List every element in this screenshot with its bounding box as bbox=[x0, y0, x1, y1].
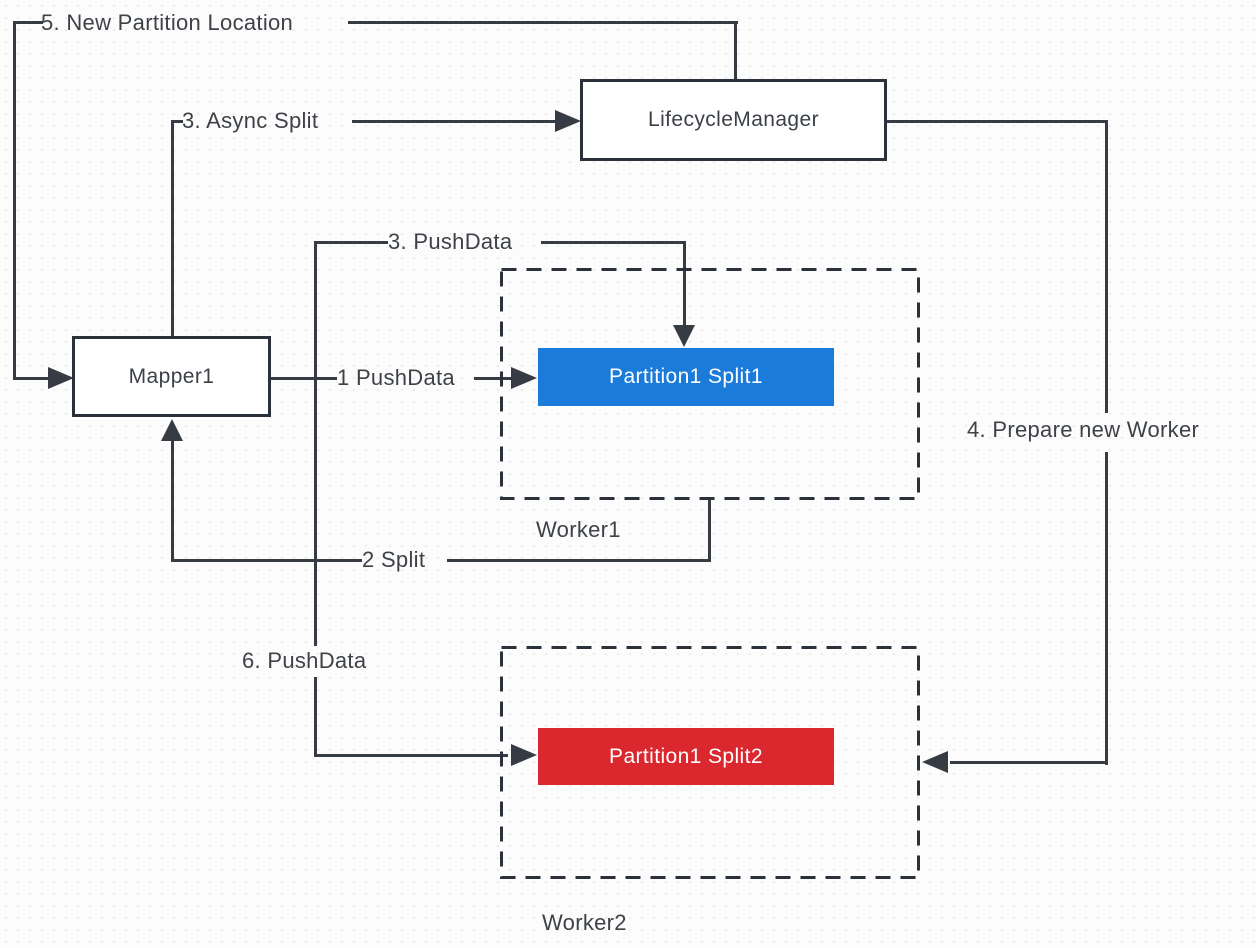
arrowhead-into-partition1-split1-top bbox=[673, 325, 695, 347]
worker2-group-label: Worker2 bbox=[542, 910, 627, 935]
edge-step5-segment bbox=[13, 21, 16, 380]
edge-step1-segment bbox=[474, 377, 511, 380]
worker1-group-box bbox=[500, 268, 920, 500]
edge-step1-label: 1 PushData bbox=[337, 365, 455, 390]
edge-step2-segment bbox=[171, 437, 174, 562]
node-partition1-split2-label: Partition1 Split2 bbox=[609, 744, 763, 768]
edge-step2-label: 2 Split bbox=[362, 547, 426, 572]
node-mapper1: Mapper1 bbox=[72, 336, 271, 417]
worker2-group-box bbox=[500, 646, 920, 879]
edge-step5-segment bbox=[13, 377, 48, 380]
arrowhead-into-lifecyclemanager bbox=[555, 110, 581, 132]
edge-step3-push-segment bbox=[314, 241, 388, 244]
edge-step3-async-segment bbox=[171, 120, 183, 123]
edge-step3-push-segment bbox=[683, 241, 686, 326]
edge-trunk-segment bbox=[314, 241, 317, 646]
edge-step5-segment bbox=[734, 21, 737, 82]
node-partition1-split1-label: Partition1 Split1 bbox=[609, 365, 763, 388]
edge-step1-segment bbox=[271, 377, 337, 380]
edge-step3-push-label: 3. PushData bbox=[388, 229, 513, 254]
edge-step5-segment bbox=[348, 21, 738, 24]
node-mapper1-label: Mapper1 bbox=[128, 364, 215, 388]
edge-step6-label: 6. PushData bbox=[242, 648, 367, 673]
node-partition1-split1: Partition1 Split1 bbox=[538, 348, 834, 406]
node-partition1-split2: Partition1 Split2 bbox=[538, 728, 834, 785]
edge-step3-async-label: 3. Async Split bbox=[182, 108, 319, 133]
edge-step6-segment bbox=[314, 754, 508, 757]
edge-step4-segment bbox=[1105, 120, 1108, 413]
arrowhead-into-partition1-split2-left bbox=[511, 744, 537, 766]
edge-step4-segment bbox=[950, 761, 1108, 764]
node-lifecycle-manager-label: LifecycleManager bbox=[648, 108, 819, 131]
edge-step4-segment bbox=[884, 120, 1108, 123]
edge-step2-segment bbox=[171, 559, 362, 562]
arrowhead-into-mapper1-bottom bbox=[161, 419, 183, 441]
arrowhead-into-partition1-split1-left bbox=[511, 367, 537, 389]
worker1-group-label: Worker1 bbox=[536, 517, 621, 542]
node-lifecycle-manager: LifecycleManager bbox=[580, 79, 887, 161]
arrowhead-into-worker2-right bbox=[922, 751, 948, 773]
edge-step4-label: 4. Prepare new Worker bbox=[967, 417, 1200, 442]
edge-step3-async-segment bbox=[352, 120, 555, 123]
edge-step5-label: 5. New Partition Location bbox=[41, 10, 294, 35]
edge-step2-segment bbox=[447, 559, 711, 562]
edge-step3-push-segment bbox=[541, 241, 686, 244]
arrowhead-into-mapper1 bbox=[48, 367, 74, 389]
edge-trunk-segment bbox=[314, 677, 317, 756]
edge-step5-segment bbox=[13, 21, 43, 24]
edge-step3-async-segment bbox=[171, 120, 174, 339]
edge-step2-segment bbox=[708, 498, 711, 562]
edge-step4-segment bbox=[1105, 452, 1108, 765]
